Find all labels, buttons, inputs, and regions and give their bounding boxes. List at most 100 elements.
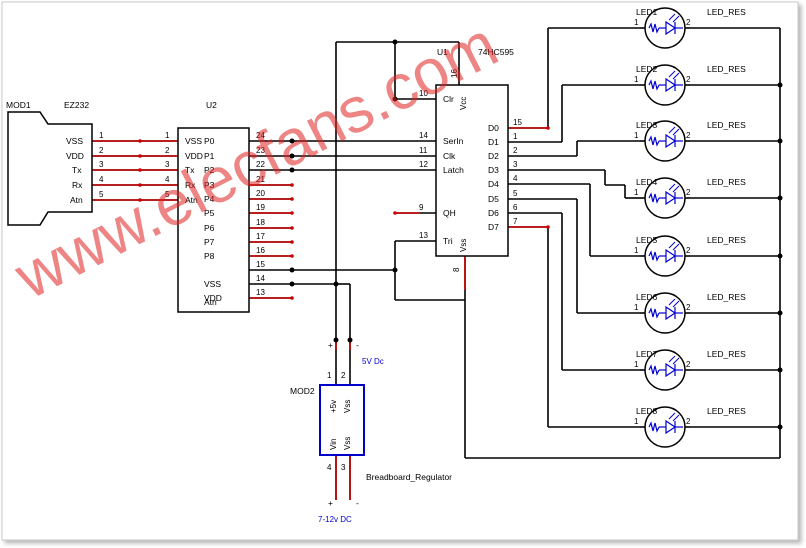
- led-res-label: LED_RES: [707, 406, 746, 416]
- resistor-symbol: [648, 307, 660, 319]
- mod2-pin-name: +5v: [329, 400, 338, 413]
- led-res-label: LED_RES: [707, 177, 746, 187]
- led-res-label: LED_RES: [707, 292, 746, 302]
- u2-pin-num: 13: [256, 288, 265, 297]
- mod2-pin-name: Vss: [343, 437, 352, 450]
- led-pin-num: 2: [686, 75, 691, 84]
- u1-pin-name: D2: [488, 151, 499, 161]
- u2-pin-name: P0: [204, 136, 215, 146]
- u1-pin-name: D5: [488, 194, 499, 204]
- u1-ref: U1: [437, 47, 448, 57]
- u1-vss-num: 8: [452, 267, 461, 272]
- led-ref: LED4: [636, 177, 658, 187]
- u1-pin-num: 5: [513, 189, 518, 198]
- led-ref: LED8: [636, 406, 658, 416]
- led-7: LED7 LED_RES 1 2: [634, 349, 746, 391]
- mod1-body: [7, 111, 93, 226]
- light-arrow: [672, 185, 680, 193]
- u1-pin-num: 2: [513, 146, 518, 155]
- mod1-pin-name: VSS: [66, 136, 83, 146]
- light-arrow: [668, 241, 676, 249]
- resistor-symbol: [648, 364, 660, 376]
- u2-pin-num: 24: [256, 131, 265, 140]
- mod1-ref: MOD1: [6, 100, 31, 110]
- u1-vss-name: Vss: [459, 239, 468, 252]
- led-pin-num: 1: [634, 417, 639, 426]
- u2-pin-num: 14: [256, 274, 265, 283]
- u1-pin-num: 6: [513, 203, 518, 212]
- plus-sign: +: [328, 498, 333, 508]
- led-pin-num: 1: [634, 246, 639, 255]
- u1-pin-name: Clk: [443, 151, 456, 161]
- mod1-pin-num: 4: [99, 175, 104, 184]
- led-pin-num: 2: [686, 18, 691, 27]
- light-arrow: [668, 298, 676, 306]
- u2-left-pins: VSS VDD Tx Rx Atn 1 2 3 4 5: [165, 131, 203, 205]
- u2-right-pins: P024P123P222P321P420P519P618P717P81615VS…: [204, 131, 265, 307]
- led-res-label: LED_RES: [707, 7, 746, 17]
- mod2-pin-num: 2: [341, 371, 346, 380]
- led-pin-num: 2: [686, 131, 691, 140]
- diode-symbol: [665, 133, 677, 149]
- led-pin-num: 1: [634, 75, 639, 84]
- light-arrow: [672, 72, 680, 80]
- u2-pin-num: 20: [256, 189, 265, 198]
- led-pin-num: 2: [686, 303, 691, 312]
- led-pin-num: 1: [634, 360, 639, 369]
- light-arrow: [672, 243, 680, 251]
- led-ref: LED5: [636, 235, 658, 245]
- led-pin-num: 1: [634, 131, 639, 140]
- u1-pin-name: D0: [488, 123, 499, 133]
- led-pin-num: 1: [634, 188, 639, 197]
- u1-pin-name: Latch: [443, 165, 464, 175]
- led-pin-num: 1: [634, 18, 639, 27]
- led-ref: LED1: [636, 7, 658, 17]
- u2-pin-name: P5: [204, 208, 215, 218]
- u2-pin-num: 19: [256, 203, 265, 212]
- u2-pin-num: 5: [165, 190, 170, 199]
- led-ref: LED7: [636, 349, 658, 359]
- mod1-part: EZ232: [64, 100, 89, 110]
- minus-sign: -: [356, 340, 359, 350]
- u1-pin-num: 11: [419, 146, 428, 155]
- resistor-symbol: [648, 135, 660, 147]
- led-pin-num: 2: [686, 360, 691, 369]
- u2-pin-name: VSS: [204, 279, 221, 289]
- mod1-pin-num: 5: [99, 190, 104, 199]
- u1-pin-name: SerIn: [443, 136, 464, 146]
- u2-pin-num: 23: [256, 146, 265, 155]
- resistor-symbol: [648, 192, 660, 204]
- u1-pin-num: 1: [513, 132, 518, 141]
- u2-pin-num: 22: [256, 160, 265, 169]
- mod2-pin-num: 3: [341, 463, 346, 472]
- diode-symbol: [665, 362, 677, 378]
- u1-pin-num: 7: [513, 217, 518, 226]
- u2-pin-name: VDD: [204, 293, 222, 303]
- u2-ref: U2: [206, 100, 217, 110]
- mod2-pin-num: 4: [327, 463, 332, 472]
- resistor-symbol: [648, 79, 660, 91]
- light-arrow: [672, 414, 680, 422]
- diode-symbol: [665, 419, 677, 435]
- mod2-out-label: 5V Dc: [362, 357, 384, 366]
- u1-pin-name: D1: [488, 137, 499, 147]
- u2-pin-num: 2: [165, 146, 170, 155]
- light-arrow: [668, 126, 676, 134]
- u2-pin-name: P7: [204, 237, 215, 247]
- diode-symbol: [665, 20, 677, 36]
- u1-vcc-name: Vcc: [459, 97, 468, 110]
- led-res-label: LED_RES: [707, 349, 746, 359]
- led-ref: LED6: [636, 292, 658, 302]
- led-1: LED1 LED_RES 1 2: [634, 7, 746, 49]
- mod1-pins: VSS VDD Tx Rx Atn 1 2 3 4 5: [66, 131, 104, 205]
- u2-pin-name: Tx: [185, 165, 195, 175]
- u2-pin-name: P4: [204, 194, 215, 204]
- u1-pin-num: 13: [419, 231, 428, 240]
- mod1-pin-num: 3: [99, 160, 104, 169]
- led-pin-num: 2: [686, 417, 691, 426]
